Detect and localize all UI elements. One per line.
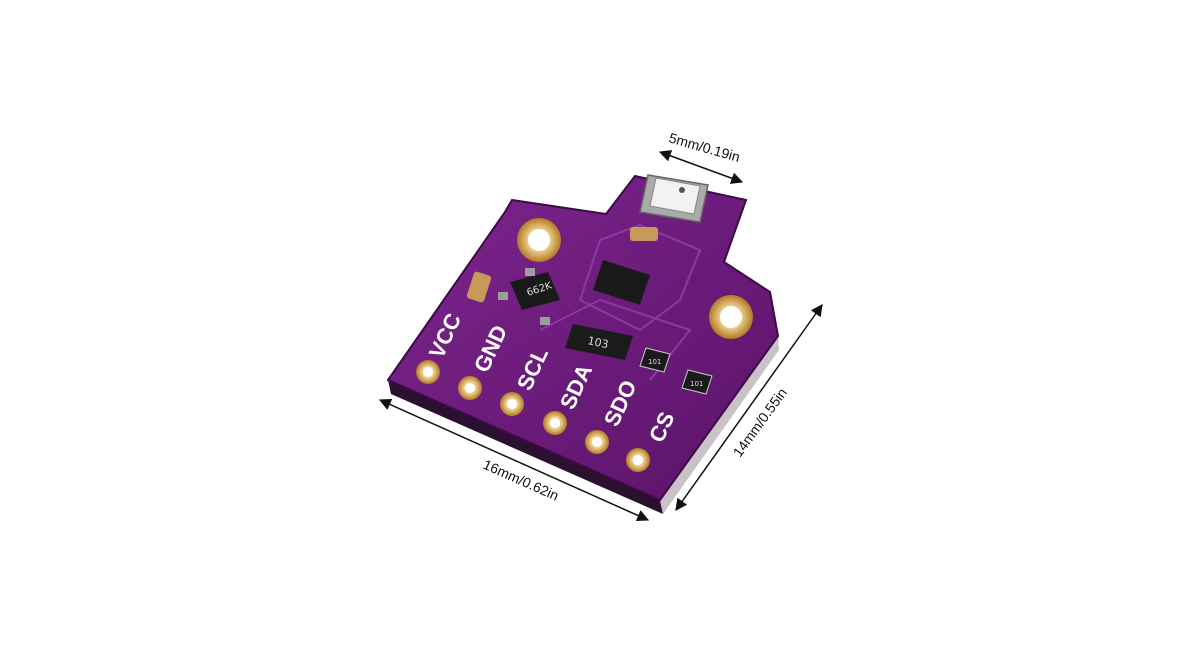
dimension-arrow-width	[378, 398, 650, 522]
capacitor	[630, 227, 658, 241]
pcb-trace	[578, 223, 702, 332]
dimension-arrow-sensor	[658, 150, 744, 184]
resistor-marking-2: 101	[690, 380, 703, 388]
mounting-hole	[517, 218, 561, 262]
regulator-chip: 662K	[498, 268, 560, 325]
resistor-marking-1: 101	[648, 358, 661, 366]
dimension-arrow-height	[675, 304, 823, 511]
logic-chip	[593, 260, 650, 305]
resistor-array: 103	[565, 324, 633, 360]
dimension-label-sensor: 5mm/0.19in	[667, 130, 742, 166]
mounting-hole	[709, 295, 753, 339]
sensor-chip	[639, 174, 709, 223]
resistor-array-marking: 103	[586, 334, 609, 351]
capacitor	[466, 271, 492, 303]
resistor: 101	[639, 347, 671, 373]
